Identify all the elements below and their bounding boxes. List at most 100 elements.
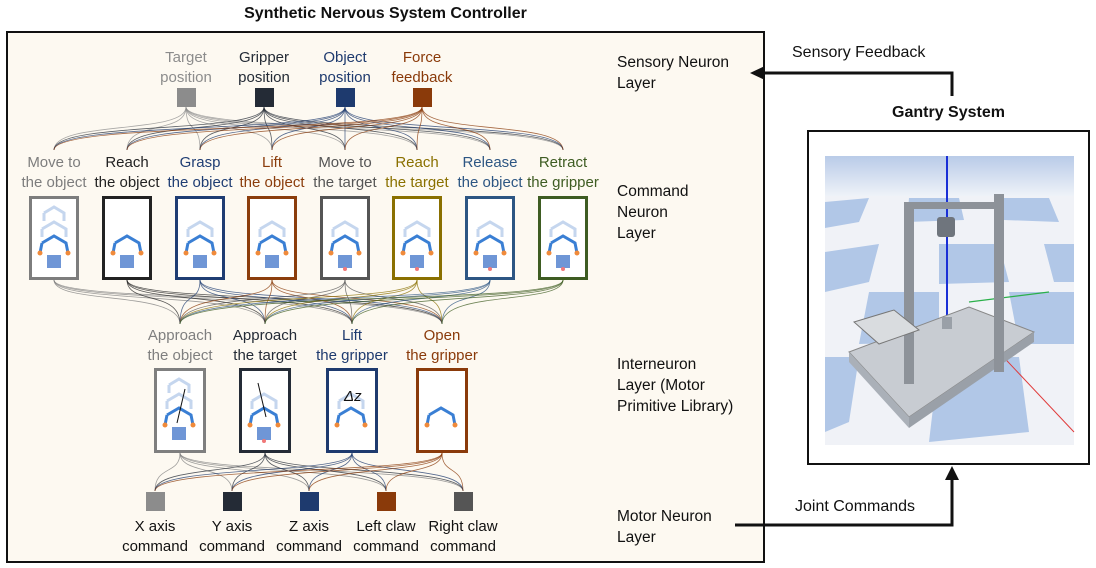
connection-line [179, 279, 273, 325]
command-neuron-label: Reach the target [385, 154, 449, 191]
connection-line [264, 452, 464, 492]
connection-line [53, 106, 265, 151]
command-neuron-label: Retract the gripper [527, 154, 599, 191]
command-neuron-label: Move to the target [313, 154, 377, 191]
connection-line [179, 279, 418, 325]
connection-line [199, 279, 353, 325]
motor-neuron-node [377, 492, 396, 511]
joint-commands-arrow [735, 478, 954, 527]
gantry-scene [825, 156, 1075, 445]
connection-line [154, 452, 266, 492]
connection-line [179, 279, 201, 325]
connection-line [126, 279, 266, 325]
command-neuron-card [175, 196, 225, 280]
connection-line [344, 279, 353, 325]
command-neuron-label: Move to the object [21, 154, 87, 191]
connection-line [126, 279, 181, 325]
motor-neuron-label: Right claw command [428, 518, 498, 555]
command-neuron-card [102, 196, 152, 280]
interneuron-card [239, 368, 291, 453]
connection-line [351, 279, 564, 325]
connection-line [53, 279, 181, 325]
interneuron-label: Approach the object [147, 327, 213, 364]
connection-line [185, 106, 418, 151]
sensory-feedback-arrow [765, 71, 954, 96]
connection-line [179, 452, 233, 492]
motor-neuron-node [223, 492, 242, 511]
connection-line [263, 106, 418, 151]
connection-line [351, 452, 464, 492]
connection-line [199, 279, 443, 325]
connection-line [308, 452, 353, 492]
connection-line [179, 279, 564, 325]
connection-line [154, 452, 353, 492]
sensory-neuron-label: Target position [160, 49, 212, 86]
connection-line [271, 106, 423, 151]
sensory-neuron-node [177, 88, 196, 107]
connection-line [351, 452, 387, 492]
interneuron-label: Lift the gripper [316, 327, 388, 364]
connection-line [53, 279, 266, 325]
connection-line [264, 452, 310, 492]
interneuron-card [326, 368, 378, 453]
command-neuron-card [538, 196, 588, 280]
interneuron-layer-label: Interneuron Layer (Motor Primitive Libra… [617, 356, 734, 415]
connection-line [126, 106, 423, 151]
command-neuron-label: Release the object [457, 154, 523, 191]
connection-line [185, 106, 564, 151]
command-neuron-card [392, 196, 442, 280]
connection-line [421, 106, 491, 151]
gantry-render [807, 130, 1090, 465]
connection-line [271, 279, 443, 325]
connection-line [344, 106, 418, 151]
delta-z-label: Δz [344, 388, 362, 405]
gantry-title: Gantry System [892, 104, 1005, 121]
sensory-neuron-label: Gripper position [238, 49, 290, 86]
motor-neuron-label: Z axis command [276, 518, 342, 555]
connection-line [344, 106, 564, 151]
connection-line [344, 279, 443, 325]
connection-line [385, 452, 443, 492]
connection-line [126, 279, 443, 325]
connection-line [416, 279, 443, 325]
connection-line [199, 106, 423, 151]
connection-line [344, 106, 491, 151]
connection-line [179, 279, 491, 325]
connection-line [441, 279, 491, 325]
sensory-neuron-label: Force feedback [391, 49, 453, 86]
interneuron-card [416, 368, 468, 453]
connection-line [308, 452, 443, 492]
connection-line [441, 279, 564, 325]
sensory-neuron-label: Object position [319, 49, 371, 86]
connection-line [53, 106, 346, 151]
motor-neuron-label: X axis command [122, 518, 188, 555]
motor-neuron-label: Y axis command [199, 518, 265, 555]
command-neuron-label: Lift the object [239, 154, 305, 191]
connection-line [179, 452, 310, 492]
connection-line [416, 106, 423, 151]
command-layer-label: Command Neuron Layer [617, 183, 689, 242]
connection-line [263, 106, 346, 151]
motor-neuron-node [146, 492, 165, 511]
sensory-neuron-node [336, 88, 355, 107]
connection-line [185, 106, 346, 151]
joint-commands-label: Joint Commands [795, 498, 916, 515]
connection-line [351, 279, 418, 325]
connection-line [179, 452, 387, 492]
sensory-feedback-arrowhead [750, 66, 765, 80]
connection-line [179, 279, 346, 325]
connection-line [264, 452, 387, 492]
command-neuron-label: Grasp the object [167, 154, 233, 191]
command-neuron-label: Reach the object [94, 154, 160, 191]
joint-commands-arrowhead [945, 466, 959, 480]
sensory-neuron-node [255, 88, 274, 107]
connection-line [53, 106, 187, 151]
connection-line [53, 106, 423, 151]
sensory-neuron-node [413, 88, 432, 107]
connection-line [263, 106, 491, 151]
connection-line [271, 279, 353, 325]
connection-line [264, 279, 564, 325]
interneuron-card [154, 368, 206, 453]
connection-line [264, 279, 273, 325]
